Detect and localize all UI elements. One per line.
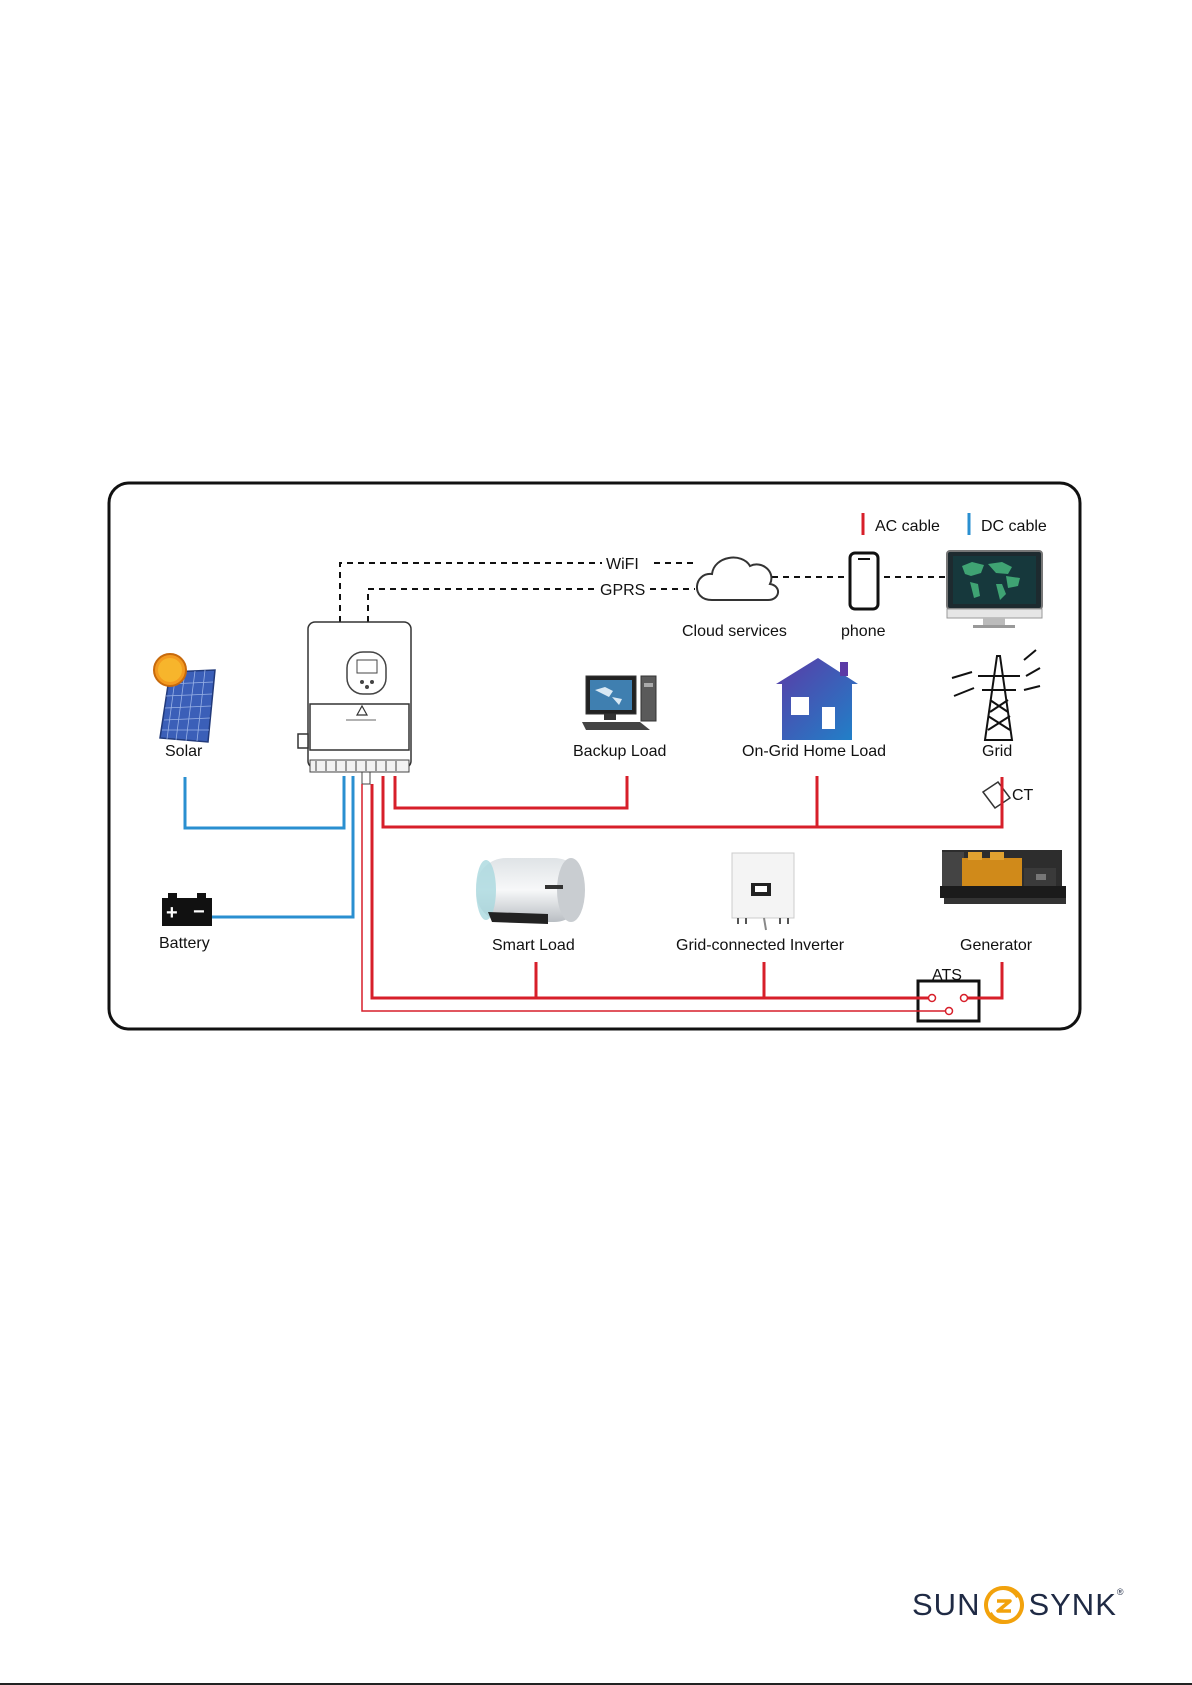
backup-load-label: Backup Load [573, 743, 666, 760]
smart-load-icon [476, 858, 585, 924]
home-load-label: On-Grid Home Load [742, 743, 886, 760]
ac-cable-backup-load [395, 776, 627, 808]
dc-cables [185, 776, 353, 917]
phone-icon [850, 553, 878, 609]
grid-inverter-icon [732, 853, 794, 930]
wifi-link-left [340, 563, 602, 622]
legend: AC cable DC cable [863, 513, 1047, 535]
logo-word-right: SYNK [1028, 1587, 1116, 1623]
grid-inverter-label: Grid-connected Inverter [676, 937, 845, 954]
hybrid-inverter-icon [298, 622, 411, 784]
dc-cable-solar [185, 776, 344, 828]
smart-load-label: Smart Load [492, 937, 575, 954]
battery-minus-terminal: − [193, 901, 205, 923]
ac-cable-smart-load-generator [372, 784, 928, 998]
logo-registered-mark: ® [1117, 1587, 1124, 1597]
gprs-link-left [368, 589, 597, 622]
battery-plus-terminal: + [166, 902, 178, 924]
ac-cable-ats-return [362, 784, 945, 1011]
generator-icon [940, 850, 1066, 904]
gprs-label: GPRS [600, 582, 645, 599]
legend-dc-label: DC cable [981, 518, 1047, 535]
phone-label: phone [841, 623, 886, 640]
ac-cables [362, 776, 1002, 1011]
home-icon [776, 658, 858, 740]
ct-label: CT [1012, 787, 1034, 804]
logo-swirl-icon [984, 1585, 1024, 1625]
battery-label: Battery [159, 935, 210, 952]
dc-cable-battery [212, 776, 353, 917]
monitor-icon [947, 551, 1042, 628]
sunsynk-logo: SUN SYNK ® [912, 1583, 1124, 1627]
wifi-label: WiFI [606, 556, 639, 573]
ct-sensor-icon [983, 782, 1010, 808]
ats-label: ATS [932, 967, 962, 984]
cloud-label: Cloud services [682, 623, 787, 640]
grid-label: Grid [982, 743, 1012, 760]
solar-label: Solar [165, 743, 203, 760]
ats-switch-icon [918, 981, 979, 1021]
logo-word-left: SUN [912, 1587, 980, 1623]
ac-cable-grid [383, 776, 1002, 827]
cloud-icon [697, 558, 778, 600]
backup-load-icon [582, 676, 656, 730]
solar-panel-icon [154, 654, 215, 742]
generator-label: Generator [960, 937, 1033, 954]
grid-tower-icon [952, 650, 1040, 740]
legend-ac-label: AC cable [875, 518, 940, 535]
